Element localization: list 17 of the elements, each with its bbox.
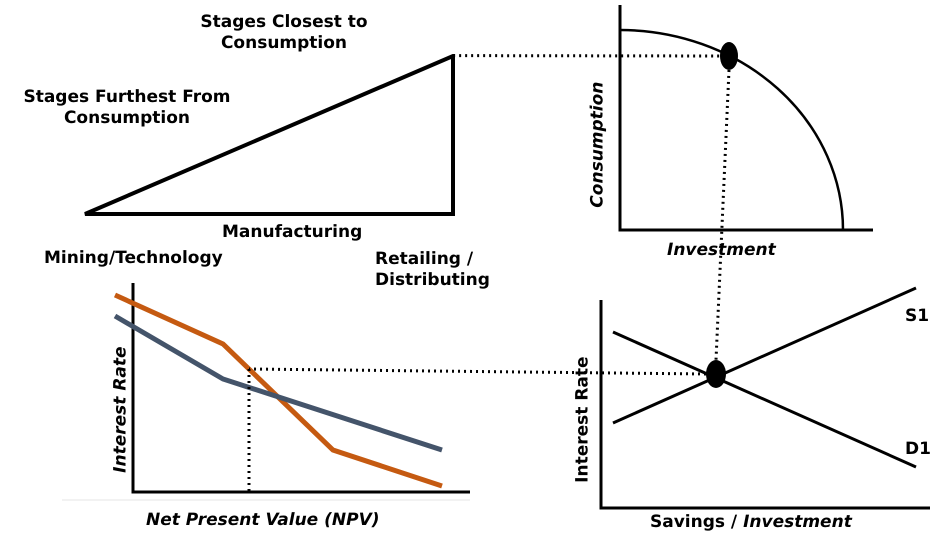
axis-label: Interest Rate — [572, 355, 594, 485]
stage-label: Stages Furthest From Consumption — [22, 87, 232, 130]
equilibrium-dot — [720, 42, 738, 70]
axis-label: Investment — [667, 240, 778, 262]
equilibrium-dot — [706, 360, 726, 388]
dotted-connector — [248, 368, 706, 376]
stage-label: Retailing / Distributing — [375, 249, 491, 292]
axis-label: Savings / Investment — [650, 512, 854, 534]
axis-label: Net Present Value (NPV) — [146, 510, 381, 532]
stage-label: Manufacturing — [222, 222, 364, 244]
curve-label: S1 — [905, 306, 929, 328]
axis-label: Consumption — [587, 80, 608, 210]
axis-label: Interest Rate — [110, 345, 132, 475]
curve-label: D1 — [905, 439, 929, 460]
dotted-connector — [714, 70, 730, 360]
stage-label: Mining/Technology — [44, 248, 224, 270]
stage-label: Stages Closest to Consumption — [199, 12, 369, 54]
